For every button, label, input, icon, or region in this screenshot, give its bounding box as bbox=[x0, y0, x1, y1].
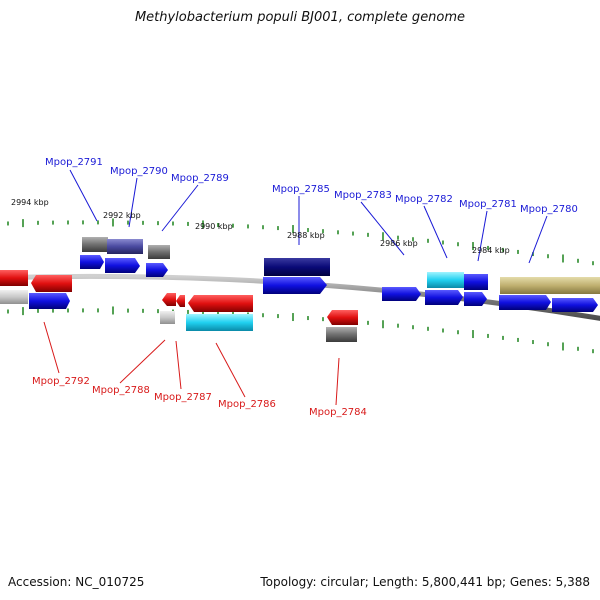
gene-arrow-reverse bbox=[176, 295, 185, 307]
scale-labels: 2994 kbp 2992 kbp 2990 kbp 2988 kbp 2986… bbox=[11, 198, 510, 255]
gene-label-mpop-2785[interactable]: Mpop_2785 bbox=[272, 184, 330, 195]
gene-arrow-forward bbox=[499, 295, 551, 310]
gene-arrow-forward bbox=[382, 287, 421, 301]
gene-arrow-forward bbox=[552, 298, 598, 312]
gene-feature-light bbox=[0, 290, 28, 304]
map-title: Methylobacterium populi BJ001, complete … bbox=[134, 10, 466, 25]
gene-arrow-reverse bbox=[188, 295, 253, 312]
gene-label-mpop-2782[interactable]: Mpop_2782 bbox=[395, 194, 453, 205]
scale-label: 2986 kbp bbox=[380, 239, 418, 248]
reverse-gene-labels: Mpop_2792 Mpop_2788 Mpop_2787 Mpop_2786 … bbox=[32, 376, 367, 418]
gene-arrow-reverse bbox=[0, 270, 28, 286]
forward-strand-features bbox=[80, 237, 600, 312]
gene-feature-navy bbox=[264, 258, 330, 276]
gene-label-mpop-2780[interactable]: Mpop_2780 bbox=[520, 204, 578, 215]
gene-feature-gray bbox=[148, 245, 170, 259]
gene-label-mpop-2783[interactable]: Mpop_2783 bbox=[334, 190, 392, 201]
gene-feature-olive bbox=[500, 277, 600, 294]
gene-label-mpop-2786[interactable]: Mpop_2786 bbox=[218, 399, 276, 410]
gene-feature-light bbox=[160, 311, 175, 324]
gene-label-mpop-2791[interactable]: Mpop_2791 bbox=[45, 157, 103, 168]
gene-arrow-reverse bbox=[31, 275, 72, 292]
gene-label-mpop-2792[interactable]: Mpop_2792 bbox=[32, 376, 90, 387]
gene-arrow-forward bbox=[29, 293, 70, 309]
gene-arrow-forward bbox=[464, 292, 487, 306]
forward-gene-labels: Mpop_2791 Mpop_2790 Mpop_2789 Mpop_2785 … bbox=[45, 157, 578, 215]
gene-feature-gray bbox=[82, 237, 108, 252]
gene-feature-blue bbox=[464, 274, 488, 290]
genome-summary-text: Topology: circular; Length: 5,800,441 bp… bbox=[260, 575, 590, 589]
scale-label: 2994 kbp bbox=[11, 198, 49, 207]
gene-arrow-forward bbox=[105, 258, 140, 273]
gene-feature-cyan bbox=[427, 272, 464, 288]
scale-label: 2988 kbp bbox=[287, 231, 325, 240]
gene-label-mpop-2789[interactable]: Mpop_2789 bbox=[171, 173, 229, 184]
top-label-leaders bbox=[69, 169, 548, 264]
scale-label: 2992 kbp bbox=[103, 211, 141, 220]
gene-label-mpop-2788[interactable]: Mpop_2788 bbox=[92, 385, 150, 396]
gene-label-mpop-2781[interactable]: Mpop_2781 bbox=[459, 199, 517, 210]
gene-label-mpop-2784[interactable]: Mpop_2784 bbox=[309, 407, 367, 418]
gene-arrow-forward bbox=[80, 255, 104, 269]
gene-arrow-forward bbox=[146, 263, 168, 277]
gene-arrow-reverse bbox=[162, 293, 176, 306]
gene-feature-gray bbox=[326, 327, 357, 342]
gene-feature-cyan bbox=[186, 314, 253, 331]
gene-label-mpop-2787[interactable]: Mpop_2787 bbox=[154, 392, 212, 403]
bottom-label-leaders bbox=[43, 321, 340, 406]
reverse-strand-features bbox=[0, 270, 358, 342]
gene-arrow-forward bbox=[263, 277, 327, 294]
accession-text: Accession: NC_010725 bbox=[8, 575, 145, 589]
gene-feature-slate bbox=[107, 239, 143, 254]
gene-arrow-reverse bbox=[327, 310, 358, 325]
scale-label: 2990 kbp bbox=[195, 222, 233, 231]
gene-label-mpop-2790[interactable]: Mpop_2790 bbox=[110, 166, 168, 177]
gene-arrow-forward bbox=[425, 290, 463, 305]
scale-label: 2984 kbp bbox=[472, 246, 510, 255]
scale-ticks bbox=[7, 218, 594, 354]
